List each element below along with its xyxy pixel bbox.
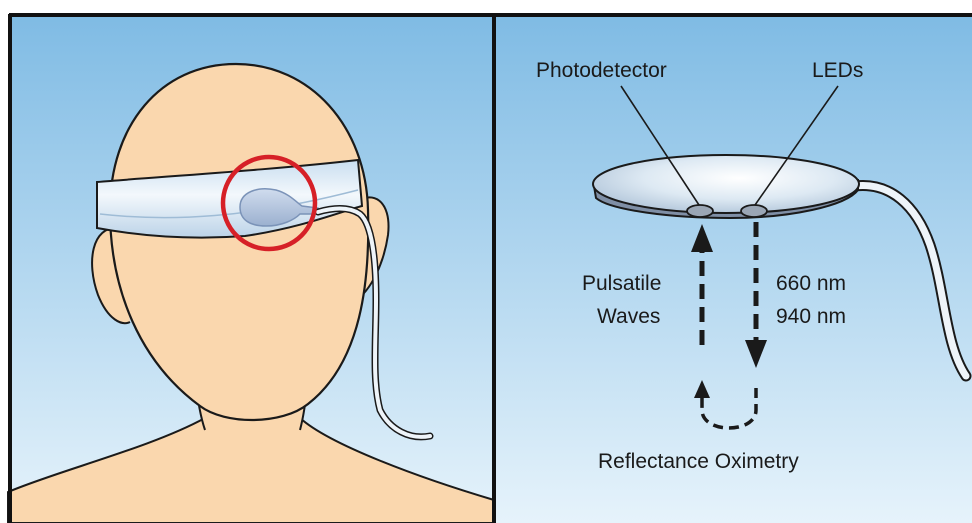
figure-caption: Reflectance Oximetry (598, 450, 799, 473)
photodetector-window (687, 205, 713, 217)
left-panel (8, 14, 494, 523)
right-panel-background (494, 14, 972, 523)
leds-label: LEDs (812, 59, 863, 82)
right-panel: Photodetector LEDs Pulsatile Waves 660 n… (494, 14, 972, 523)
wavelength-660-label: 660 nm (776, 272, 846, 295)
wavelength-940-label: 940 nm (776, 305, 846, 328)
waves-label: Waves (597, 305, 660, 328)
led-window (741, 205, 767, 217)
pulsatile-label: Pulsatile (582, 272, 661, 295)
sensor-disc (593, 155, 859, 213)
photodetector-label: Photodetector (536, 59, 667, 82)
